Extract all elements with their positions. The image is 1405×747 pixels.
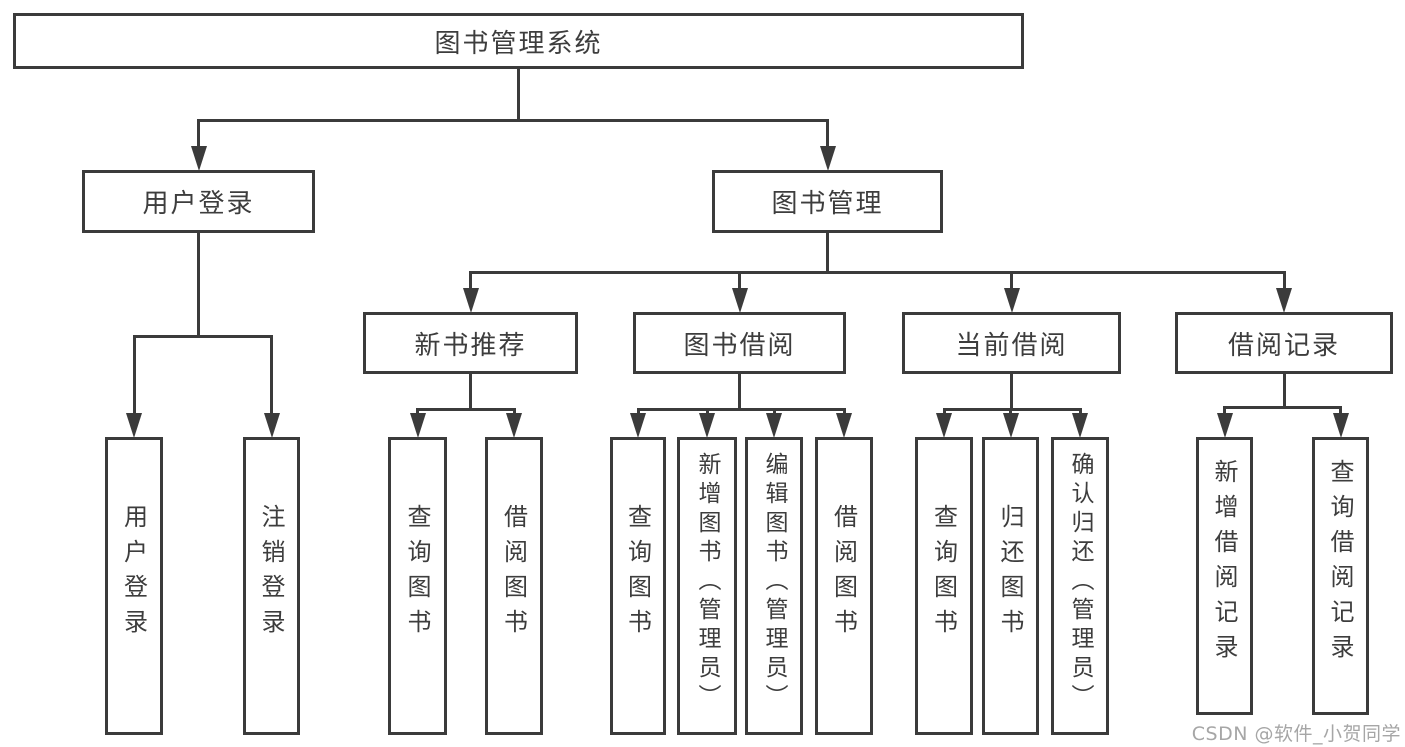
connector-segment bbox=[826, 119, 829, 146]
leaf-rec-borrow-books-label: 借阅图书 bbox=[499, 504, 528, 644]
leaf-logout-label: 注销登录 bbox=[257, 504, 285, 644]
node-book-borrowing-label: 图书借阅 bbox=[683, 330, 796, 361]
node-new-book-recommend-label: 新书推荐 bbox=[414, 330, 527, 361]
connector-segment bbox=[1282, 374, 1286, 409]
node-user-login: 用户登录 bbox=[82, 170, 315, 233]
connector-segment bbox=[197, 233, 200, 338]
leaf-cb-query-books-label: 查询图书 bbox=[929, 504, 958, 644]
leaf-user-login-label: 用户登录 bbox=[119, 504, 148, 644]
leaf-cb-query-books: 查询图书 bbox=[915, 437, 973, 735]
node-library-system: 图书管理系统 bbox=[13, 13, 1024, 69]
leaf-rec-query-books: 查询图书 bbox=[388, 437, 447, 735]
connector-segment bbox=[197, 119, 200, 146]
arrowhead-icon bbox=[731, 288, 748, 313]
leaf-bb-borrow-books: 借阅图书 bbox=[815, 437, 873, 735]
node-new-book-recommend: 新书推荐 bbox=[363, 312, 578, 374]
leaf-bb-edit-books-admin-label: 编辑图书（管理员） bbox=[761, 451, 787, 713]
connector-segment bbox=[469, 271, 472, 288]
leaf-rec-query-books-label: 查询图书 bbox=[403, 504, 431, 644]
node-user-login-label: 用户登录 bbox=[142, 189, 255, 219]
leaf-bb-add-books-admin: 新增图书（管理员） bbox=[677, 437, 737, 735]
connector-segment bbox=[517, 69, 520, 122]
arrowhead-icon bbox=[462, 288, 479, 313]
connector-segment bbox=[705, 408, 709, 413]
node-current-borrowing: 当前借阅 bbox=[902, 312, 1121, 374]
connector-segment bbox=[1010, 374, 1013, 411]
arrowhead-icon bbox=[1002, 413, 1019, 438]
arrowhead-icon bbox=[1276, 288, 1292, 313]
arrowhead-icon bbox=[190, 146, 207, 171]
leaf-cb-return-books-label: 归还图书 bbox=[996, 504, 1024, 644]
connector-segment bbox=[1339, 406, 1342, 413]
connector-segment bbox=[942, 408, 1082, 411]
connector-segment bbox=[1223, 406, 1342, 409]
arrowhead-icon bbox=[409, 413, 426, 438]
leaf-cb-confirm-return-admin-label: 确认归还（管理员） bbox=[1067, 451, 1093, 713]
arrowhead-icon bbox=[936, 413, 952, 438]
watermark-text: CSDN @软件_小贺同学 bbox=[1191, 723, 1401, 745]
leaf-bb-query-books-label: 查询图书 bbox=[623, 504, 652, 644]
connector-segment bbox=[270, 335, 273, 413]
leaf-bb-borrow-books-label: 借阅图书 bbox=[829, 504, 858, 644]
connector-segment bbox=[197, 119, 829, 122]
leaf-br-query-record: 查询借阅记录 bbox=[1312, 437, 1369, 715]
connector-segment bbox=[1223, 406, 1226, 413]
node-borrowing-records-label: 借阅记录 bbox=[1227, 330, 1340, 361]
leaf-bb-query-books: 查询图书 bbox=[610, 437, 666, 735]
arrowhead-icon bbox=[630, 413, 646, 438]
node-borrowing-records: 借阅记录 bbox=[1175, 312, 1393, 374]
connector-segment bbox=[132, 335, 136, 413]
leaf-br-query-record-label: 查询借阅记录 bbox=[1326, 459, 1354, 669]
connector-segment bbox=[1009, 408, 1012, 413]
connector-segment bbox=[826, 233, 829, 274]
arrowhead-icon bbox=[836, 413, 852, 438]
node-current-borrowing-label: 当前借阅 bbox=[955, 330, 1068, 361]
connector-segment bbox=[772, 408, 776, 413]
arrowhead-icon bbox=[766, 413, 782, 438]
connector-segment bbox=[1010, 271, 1013, 288]
arrowhead-icon bbox=[126, 413, 142, 438]
leaf-cb-confirm-return-admin: 确认归还（管理员） bbox=[1051, 437, 1109, 735]
connector-segment bbox=[132, 335, 273, 338]
connector-segment bbox=[469, 374, 472, 411]
arrowhead-icon bbox=[699, 413, 715, 438]
arrowhead-icon bbox=[819, 146, 836, 171]
arrowhead-icon bbox=[1332, 413, 1349, 438]
leaf-rec-borrow-books: 借阅图书 bbox=[485, 437, 543, 735]
node-book-management: 图书管理 bbox=[712, 170, 943, 233]
connector-segment bbox=[636, 408, 640, 413]
connector-segment bbox=[738, 271, 741, 288]
node-book-borrowing: 图书借阅 bbox=[633, 312, 846, 374]
connector-segment bbox=[416, 408, 419, 413]
connector-segment bbox=[1282, 271, 1286, 288]
arrowhead-icon bbox=[1003, 288, 1020, 313]
leaf-cb-return-books: 归还图书 bbox=[982, 437, 1039, 735]
connector-segment bbox=[416, 408, 516, 411]
connector-segment bbox=[469, 271, 1286, 274]
leaf-br-add-record-label: 新增借阅记录 bbox=[1210, 459, 1238, 669]
leaf-logout: 注销登录 bbox=[243, 437, 300, 735]
connector-segment bbox=[1078, 408, 1082, 413]
connector-segment bbox=[738, 374, 741, 411]
connector-segment bbox=[512, 408, 516, 413]
leaf-user-login: 用户登录 bbox=[105, 437, 163, 735]
arrowhead-icon bbox=[1216, 413, 1233, 438]
arrowhead-icon bbox=[1072, 413, 1088, 438]
connector-segment bbox=[842, 408, 846, 413]
leaf-br-add-record: 新增借阅记录 bbox=[1196, 437, 1253, 715]
leaf-bb-add-books-admin-label: 新增图书（管理员） bbox=[694, 451, 720, 713]
connector-segment bbox=[942, 408, 946, 413]
connector-segment bbox=[636, 408, 846, 411]
arrowhead-icon bbox=[506, 413, 522, 438]
arrowhead-icon bbox=[263, 413, 280, 438]
node-library-system-label: 图书管理系统 bbox=[434, 28, 603, 59]
node-book-management-label: 图书管理 bbox=[771, 189, 884, 219]
leaf-bb-edit-books-admin: 编辑图书（管理员） bbox=[745, 437, 803, 735]
